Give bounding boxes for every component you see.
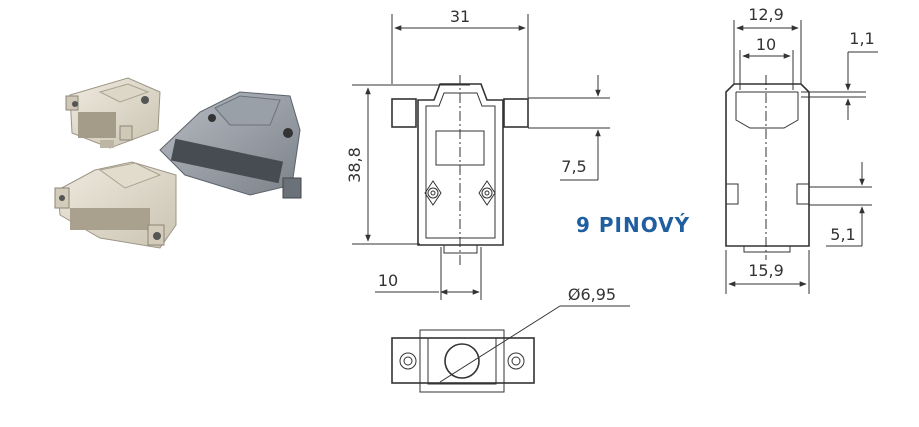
dim-bottom-10: 10 [378,271,398,290]
bottom-view: Ø6,95 [391,285,630,393]
side-view: 12,9 10 1,1 5,1 15,9 [725,5,878,294]
dim-diameter: Ø6,95 [568,285,616,304]
dim-tab-7-5: 7,5 [561,157,586,176]
dim-bottom-15-9: 15,9 [748,261,784,280]
photo-small-beige-hood [65,77,161,149]
dim-top-12-9: 12,9 [748,5,784,24]
front-view: 31 38,8 7,5 10 [345,7,610,300]
product-photos [54,77,302,249]
dim-width-31: 31 [450,7,470,26]
dim-inner-10: 10 [756,35,776,54]
photo-large-beige-hood [54,161,177,249]
dim-side-5-1: 5,1 [830,225,855,244]
dim-side-1-1: 1,1 [849,29,874,48]
photo-gray-hood [159,91,302,199]
pin-count-label: 9 PINOVÝ [576,213,690,237]
dim-height-38-8: 38,8 [345,147,364,183]
